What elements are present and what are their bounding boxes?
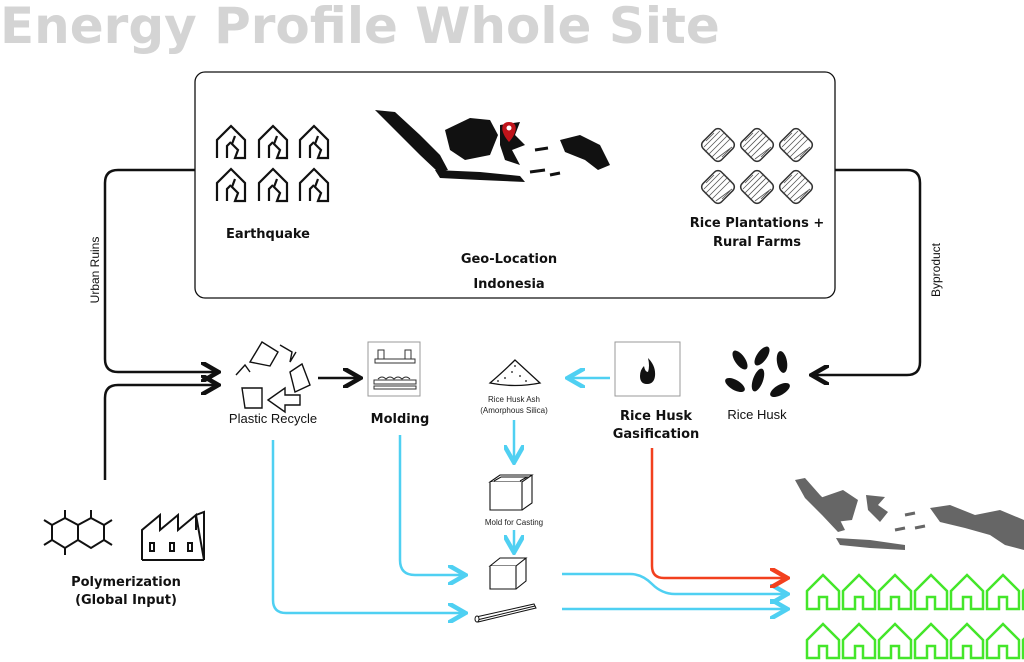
rural-farms-label: Rural Farms — [713, 235, 801, 250]
global-input-label: (Global Input) — [75, 593, 177, 608]
byproduct-label: Byproduct — [929, 242, 943, 297]
plastic-recycle-label: Plastic Recycle — [229, 411, 317, 426]
byproduct-flow — [814, 168, 922, 375]
mold-box-icon — [488, 474, 534, 511]
houses-row-1 — [805, 573, 1024, 611]
geo-location-value: Indonesia — [473, 277, 544, 292]
polymer-flow — [103, 385, 216, 480]
urban-ruins-flow — [103, 168, 216, 372]
mold-label: Mold for Casting — [485, 518, 543, 527]
gasification-label-1: Rice Husk — [620, 409, 692, 424]
ash-pile-icon — [488, 359, 542, 387]
rice-husk-icon — [725, 346, 790, 397]
molding-node — [367, 341, 421, 397]
urban-ruins-label: Urban Ruins — [88, 237, 102, 304]
brick-block-icon — [488, 557, 528, 590]
earthquake-house-icons — [215, 124, 330, 203]
flame-icon — [640, 358, 656, 384]
rice-husk-label: Rice Husk — [727, 407, 787, 422]
context-box — [194, 71, 836, 299]
rice-husk-ash-label: Rice Husk Ash — [488, 395, 540, 404]
rice-field-icons — [698, 125, 816, 207]
houses-row-2 — [805, 622, 1024, 660]
molding-press-icon — [373, 349, 417, 390]
polymerization-label: Polymerization — [71, 575, 181, 590]
energy-to-houses-flow — [650, 448, 785, 578]
rod-beam-icon — [474, 603, 537, 623]
block-to-houses-flow — [562, 572, 785, 594]
recycle-icon — [235, 341, 311, 414]
amorphous-silica-label: (Amorphous Silica) — [480, 406, 548, 415]
molding-label: Molding — [371, 412, 430, 427]
location-pin-icon — [502, 122, 516, 142]
factory-icon — [141, 510, 205, 561]
page-title: Energy Profile Whole Site — [0, 0, 720, 55]
recycle-to-rod-flow — [271, 440, 463, 613]
gasification-label-2: Gasification — [613, 427, 700, 442]
indonesia-map-gray-icon — [795, 478, 1024, 550]
gasification-node — [614, 341, 681, 397]
molding-to-block-flow — [398, 435, 463, 575]
rice-plantations-label: Rice Plantations + — [690, 216, 825, 231]
earthquake-label: Earthquake — [226, 227, 310, 242]
molecule-icon — [43, 510, 113, 555]
indonesia-map-icon — [375, 110, 610, 182]
geo-location-label: Geo-Location — [461, 252, 557, 267]
